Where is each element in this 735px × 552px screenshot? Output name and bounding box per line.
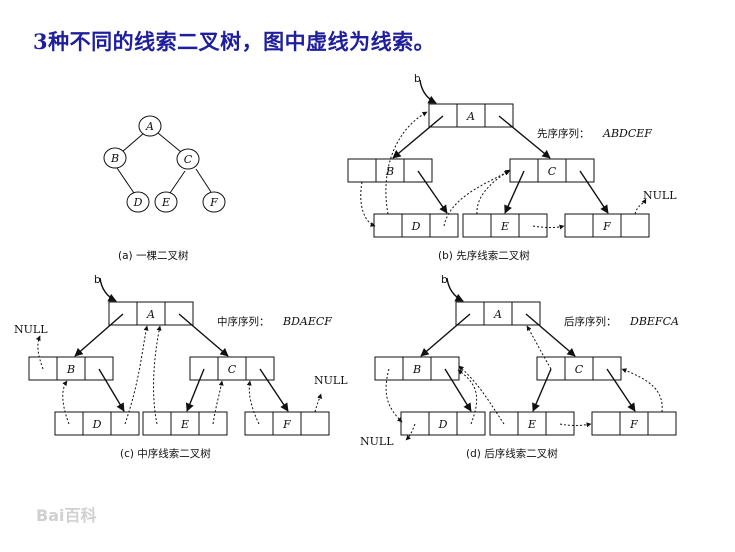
d-order-label: 后序序列：: [564, 315, 617, 328]
svg-text:F: F: [602, 220, 611, 233]
diagram-b-preorder-threaded: A B C D E F b 先序序列： ABDCEF NULL (b) 先序线索…: [347, 73, 677, 262]
b-root-pointer: b: [414, 73, 421, 85]
tree-a-label-F: F: [209, 196, 218, 209]
svg-text:C: C: [228, 363, 237, 376]
tree-a-label-B: B: [110, 152, 119, 165]
page-title: 3种不同的线索二叉树，图中虚线为线索。: [33, 29, 436, 54]
c-null-label-left: NULL: [14, 323, 48, 336]
baidu-watermark: Bai百科: [36, 506, 96, 525]
c-node-A: [108, 301, 194, 326]
svg-text:F: F: [629, 418, 638, 431]
tree-a-node-F: [202, 191, 226, 213]
diagram-a-binary-tree: A B C D E F (a) 一棵二叉树: [103, 115, 226, 262]
d-node-F: [591, 411, 677, 436]
svg-text:A: A: [466, 110, 475, 123]
svg-text:B: B: [385, 165, 394, 178]
tree-a-label-D: D: [133, 196, 143, 209]
tree-a-node-E: [154, 191, 178, 213]
c-order-label: 中序序列：: [217, 315, 270, 328]
svg-text:E: E: [180, 418, 189, 431]
d-node-E: [489, 411, 575, 436]
svg-text:D: D: [438, 418, 448, 431]
diagram-d-postorder-threaded: A B C D E F b 后序序列： DBEFCA NULL (d) 后序线索…: [360, 274, 679, 460]
caption-d: (d) 后序线索二叉树: [466, 447, 558, 460]
svg-text:D: D: [411, 220, 421, 233]
tree-a-node-B: [103, 147, 127, 169]
svg-text:A: A: [493, 308, 502, 321]
c-order-value: BDAECF: [282, 315, 332, 328]
b-node-B: [347, 158, 433, 183]
c-node-E: [142, 411, 228, 436]
caption-c: (c) 中序线索二叉树: [120, 447, 211, 460]
d-node-A: [455, 301, 541, 326]
b-node-A: [428, 103, 514, 128]
tree-a-label-A: A: [145, 120, 154, 133]
c-node-D: [54, 411, 140, 436]
c-node-B: [28, 356, 114, 381]
svg-text:C: C: [548, 165, 557, 178]
c-root-pointer: b: [94, 274, 101, 286]
tree-a-node-C: [176, 148, 200, 170]
tree-a-label-C: C: [184, 153, 193, 166]
d-null-label: NULL: [360, 435, 394, 448]
b-node-E: [462, 213, 548, 238]
svg-text:B: B: [66, 363, 75, 376]
d-node-D: [400, 411, 486, 436]
b-order-label: 先序序列：: [537, 127, 590, 140]
svg-text:E: E: [500, 220, 509, 233]
c-node-F: [244, 411, 330, 436]
d-root-pointer: b: [441, 274, 448, 286]
caption-b: (b) 先序线索二叉树: [438, 249, 530, 262]
c-null-label-right: NULL: [314, 374, 348, 387]
b-null-label: NULL: [643, 189, 677, 202]
d-node-C: [536, 356, 622, 381]
caption-a: (a) 一棵二叉树: [118, 249, 189, 262]
d-order-value: DBEFCA: [629, 315, 679, 328]
tree-a-node-A: [138, 115, 162, 137]
c-node-C: [189, 356, 275, 381]
svg-text:B: B: [412, 363, 421, 376]
svg-text:A: A: [146, 308, 155, 321]
svg-text:F: F: [282, 418, 291, 431]
svg-text:C: C: [575, 363, 584, 376]
tree-a-node-D: [126, 191, 150, 213]
svg-text:D: D: [92, 418, 102, 431]
diagram-c-inorder-threaded: A B C D E F b 中序序列： BDAECF NULL NULL (c)…: [14, 274, 348, 460]
svg-text:E: E: [527, 418, 536, 431]
b-order-value: ABDCEF: [602, 127, 652, 140]
tree-a-label-E: E: [161, 196, 170, 209]
b-node-F: [564, 213, 650, 238]
